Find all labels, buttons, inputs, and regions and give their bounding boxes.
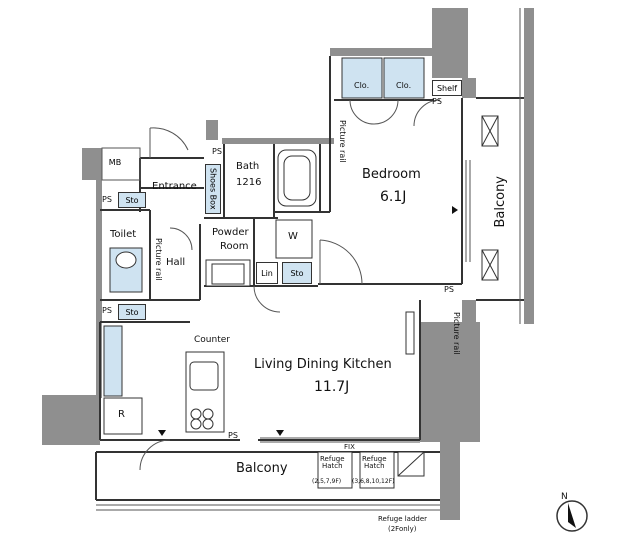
ps-label-2: PS bbox=[102, 306, 112, 315]
fixtures bbox=[103, 57, 499, 489]
sto-label-1: Sto bbox=[125, 195, 139, 205]
ps-label-5: PS bbox=[444, 285, 454, 294]
refuge-ladder-label: Refuge ladder bbox=[378, 515, 428, 523]
ldk-name: Living Dining Kitchen bbox=[254, 357, 392, 372]
bath-size: 1216 bbox=[236, 177, 262, 188]
ps-label-6: PS bbox=[228, 431, 238, 440]
arrow-markers bbox=[158, 206, 458, 436]
shoes-box: Shoes Box bbox=[205, 164, 221, 214]
balcony-bottom-label: Balcony bbox=[236, 461, 288, 476]
sto-box-3: Sto bbox=[282, 262, 312, 284]
clo-label-1: Clo. bbox=[354, 81, 370, 90]
refuge-ladder-note: (2Fonly) bbox=[388, 525, 417, 533]
picture-rail-label-1: Picture rail bbox=[338, 120, 347, 163]
mb-box: MB bbox=[103, 152, 127, 172]
north-arrow bbox=[556, 500, 588, 532]
ldk-area: 11.7J bbox=[314, 379, 350, 395]
picture-rail-label-2: Picture rail bbox=[154, 238, 163, 281]
fix-label: FIX bbox=[344, 443, 355, 451]
bath-name: Bath bbox=[236, 161, 260, 172]
shoes-box-label: Shoes Box bbox=[208, 168, 218, 210]
counter-label: Counter bbox=[194, 335, 230, 345]
r-label: R bbox=[118, 409, 125, 420]
shelf-label: Shelf bbox=[436, 83, 458, 93]
powder-name-2: Room bbox=[220, 241, 249, 252]
refuge-hatch-2-floors: (3,6,8,10,12F) bbox=[352, 478, 395, 485]
sto-box-2: Sto bbox=[118, 304, 146, 320]
ps-label-3: PS bbox=[212, 147, 222, 156]
clo-label-2: Clo. bbox=[396, 81, 412, 90]
ps-label-1: PS bbox=[102, 195, 112, 204]
refuge-hatch-1-floors: (2,5,7,9F) bbox=[312, 478, 342, 485]
hall-label: Hall bbox=[166, 257, 186, 268]
interior-lines bbox=[95, 56, 524, 501]
toilet-label: Toilet bbox=[110, 229, 137, 240]
ps-label-4: PS bbox=[432, 97, 442, 106]
lin-label: Lin bbox=[261, 268, 273, 278]
bedroom-area: 6.1J bbox=[380, 189, 407, 205]
picture-rail-label-3: Picture rail bbox=[452, 312, 461, 355]
balcony-right-label: Balcony bbox=[493, 176, 508, 228]
bedroom-name: Bedroom bbox=[362, 167, 421, 182]
thin-lines bbox=[96, 8, 521, 511]
lin-box: Lin bbox=[256, 262, 278, 284]
mb-label: MB bbox=[108, 157, 122, 167]
powder-name: Powder bbox=[212, 227, 249, 238]
sto-label-3: Sto bbox=[290, 268, 304, 278]
shelf-box: Shelf bbox=[432, 80, 462, 96]
outer-walls bbox=[42, 8, 534, 520]
refuge-hatch-1: Refuge Hatch bbox=[320, 455, 345, 470]
sto-label-2: Sto bbox=[125, 307, 139, 317]
entrance-label: Entrance bbox=[152, 181, 197, 192]
w-label: W bbox=[288, 231, 298, 242]
north-label: N bbox=[561, 492, 568, 502]
refuge-hatch-2: Refuge Hatch bbox=[362, 455, 387, 470]
sto-box-1: Sto bbox=[118, 192, 146, 208]
